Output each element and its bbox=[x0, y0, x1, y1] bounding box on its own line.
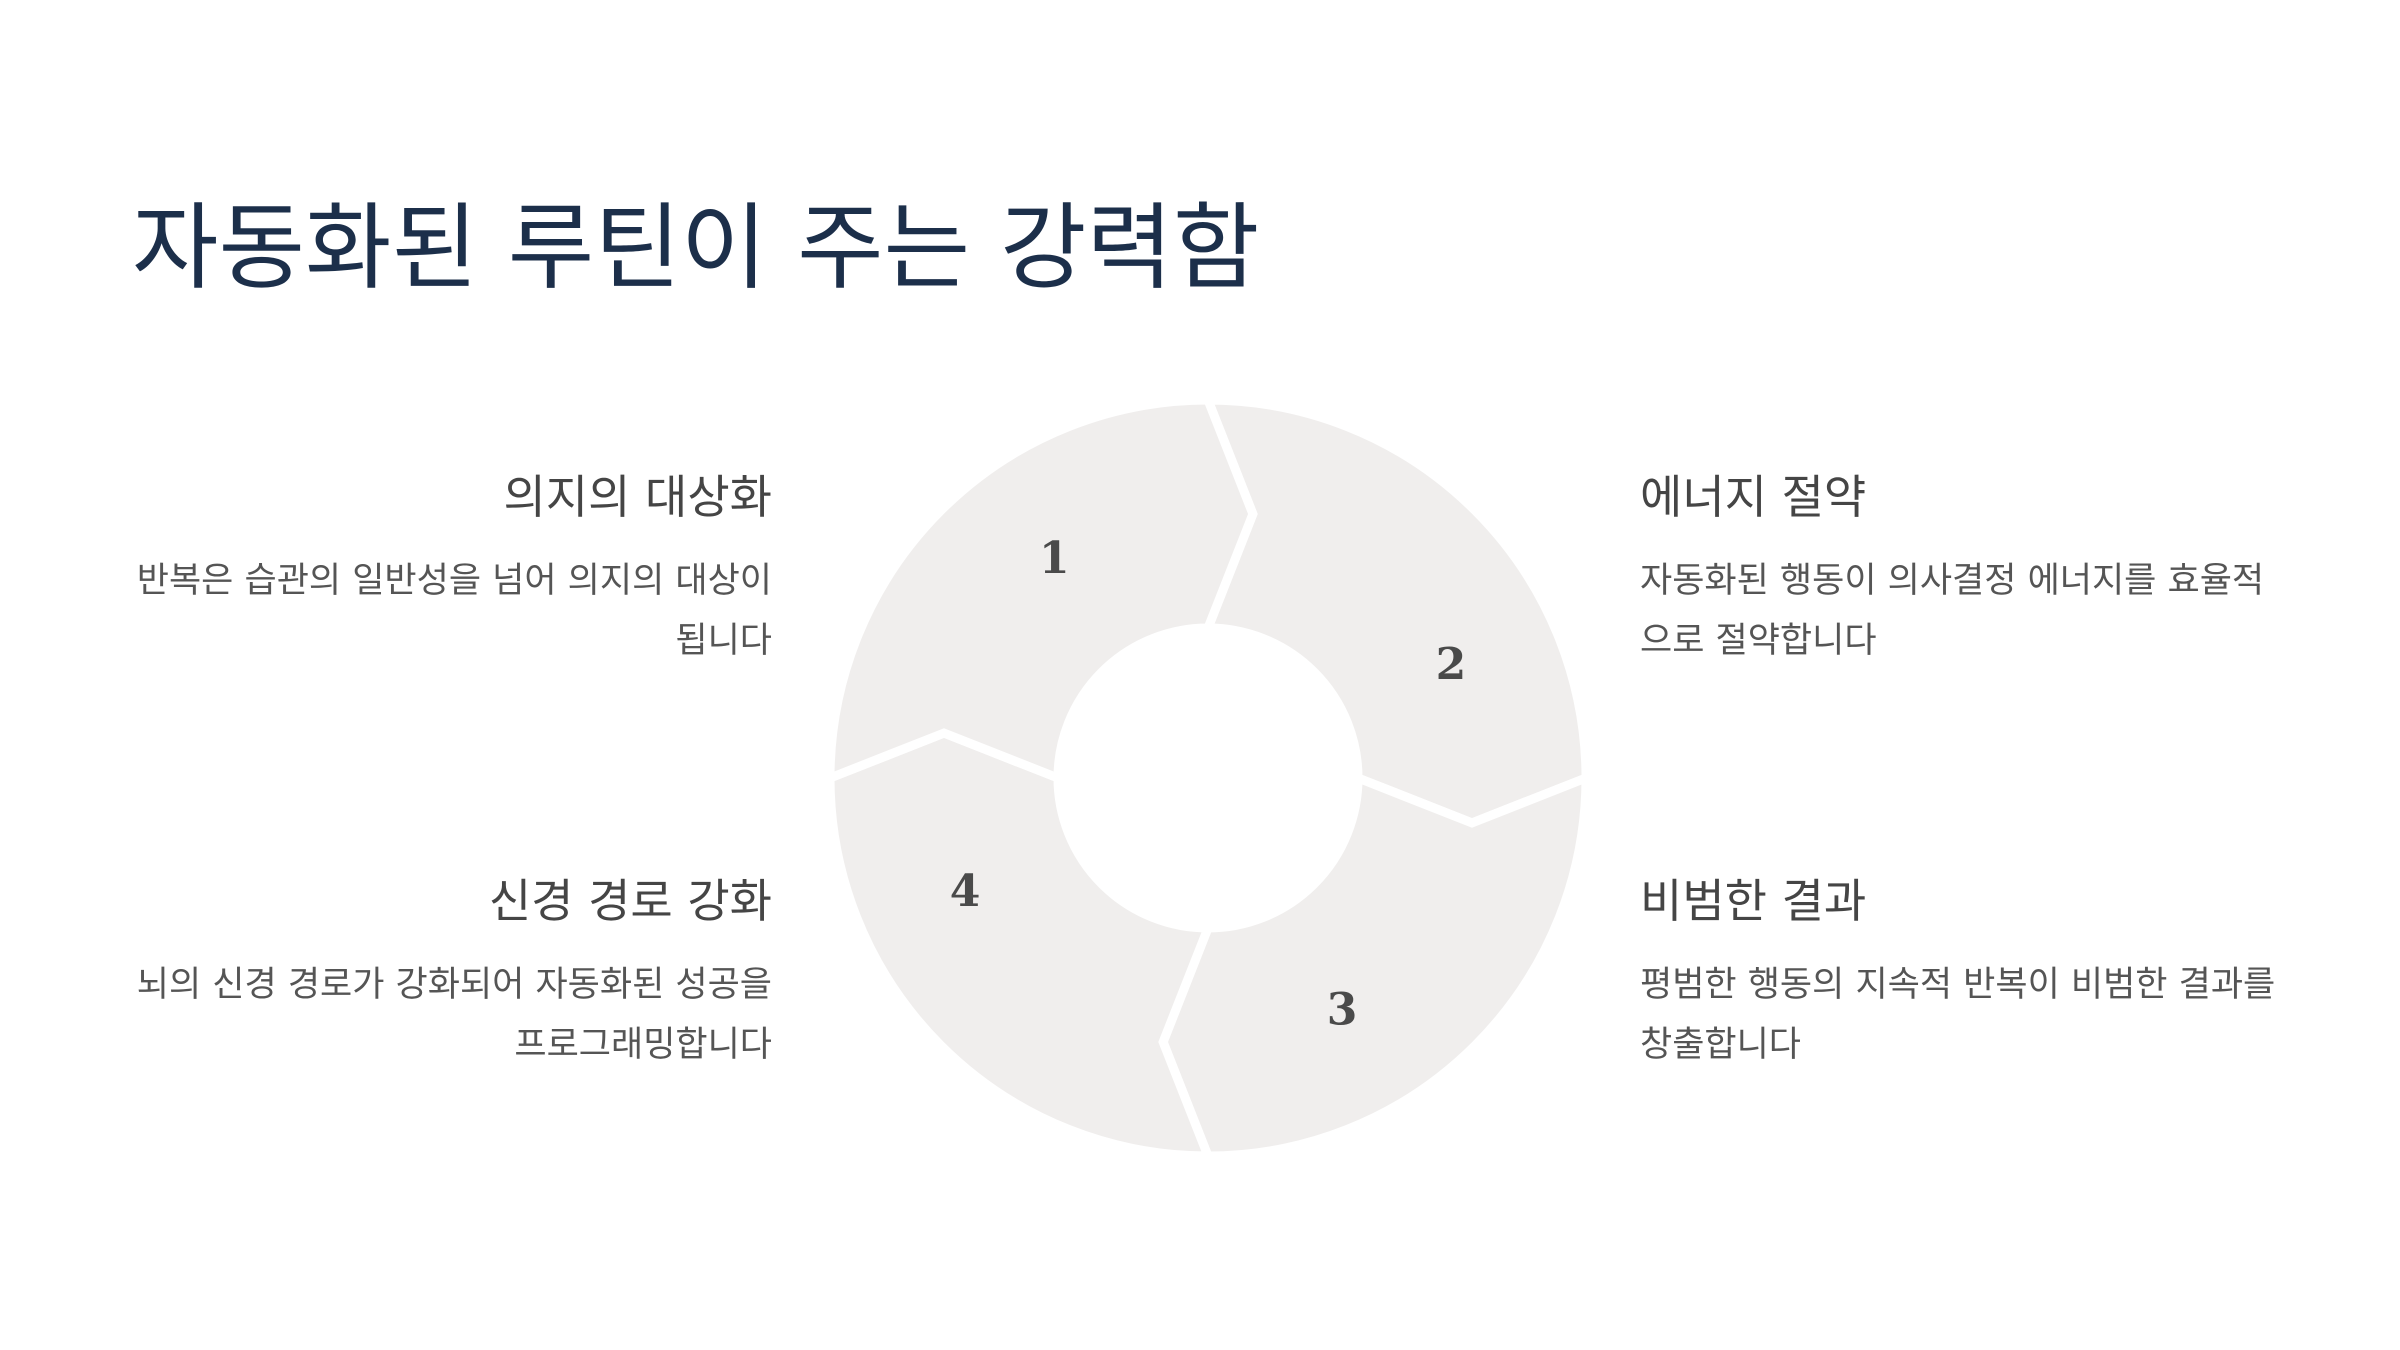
segment-1 bbox=[1201, 395, 1591, 828]
item-description: 반복은 습관의 일반성을 넘어 의지의 대상이 됩니다 bbox=[136, 561, 772, 662]
page-title: 자동화된 루틴이 주는 강력함 bbox=[132, 194, 1260, 303]
item-heading: 비범한 결과 bbox=[1640, 874, 1867, 928]
segment-3 bbox=[825, 728, 1215, 1161]
segment-number-3: 3 bbox=[1327, 985, 1358, 1036]
item-heading: 신경 경로 강화 bbox=[488, 874, 772, 928]
segment-number-4: 4 bbox=[950, 866, 981, 917]
item-description: 뇌의 신경 경로가 강화되어 자동화된 성공을 프로그래밍합니다 bbox=[136, 965, 772, 1066]
item-energy: 에너지 절약 자동화된 행동이 의사결정 에너지를 효율적으로 절약합니다 bbox=[1640, 470, 2280, 671]
segment-number-2: 2 bbox=[1436, 639, 1467, 690]
item-willpower: 의지의 대상화 반복은 습관의 일반성을 넘어 의지의 대상이 됩니다 bbox=[132, 470, 772, 671]
item-description: 평범한 행동의 지속적 반복이 비범한 결과를 창출합니다 bbox=[1640, 965, 2276, 1066]
segment-2 bbox=[1158, 771, 1591, 1161]
segment-4 bbox=[825, 395, 1258, 785]
segment-number-1: 1 bbox=[1039, 533, 1070, 584]
item-heading: 에너지 절약 bbox=[1640, 470, 1867, 524]
item-neural: 신경 경로 강화 뇌의 신경 경로가 강화되어 자동화된 성공을 프로그래밍합니… bbox=[132, 874, 772, 1075]
item-heading: 의지의 대상화 bbox=[503, 470, 772, 524]
item-description: 자동화된 행동이 의사결정 에너지를 효율적으로 절약합니다 bbox=[1640, 561, 2265, 662]
item-results: 비범한 결과 평범한 행동의 지속적 반복이 비범한 결과를 창출합니다 bbox=[1640, 874, 2280, 1075]
